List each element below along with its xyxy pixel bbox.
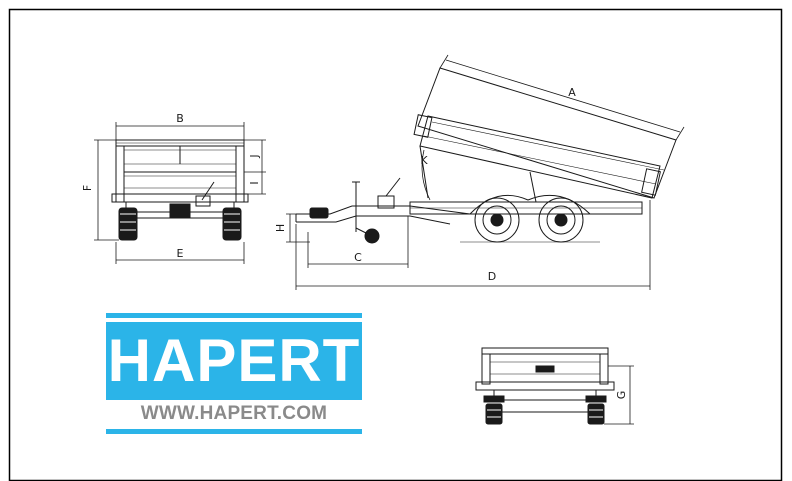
logo-wordmark: HAPERT xyxy=(107,327,361,394)
logo-top-bar xyxy=(106,313,362,318)
rear-view xyxy=(475,347,615,425)
label-E: E xyxy=(177,247,184,260)
dim-E: E xyxy=(115,242,245,264)
dim-A: A xyxy=(439,54,685,141)
label-F: F xyxy=(81,185,94,191)
dim-D: D xyxy=(295,200,651,290)
label-D: D xyxy=(488,270,496,283)
label-C: C xyxy=(354,251,362,264)
logo-blue-panel: HAPERT xyxy=(106,322,362,400)
label-I: I xyxy=(248,181,261,184)
label-H: H xyxy=(274,224,287,232)
dim-B: B xyxy=(115,112,245,140)
logo-url: WWW.HAPERT.COM xyxy=(140,403,328,424)
dim-K: K xyxy=(420,149,431,201)
label-A: A xyxy=(568,86,576,99)
label-J: J xyxy=(248,154,261,158)
dim-C: C xyxy=(307,216,409,268)
dim-G: G xyxy=(604,365,634,425)
dim-I: I xyxy=(248,172,266,195)
label-B: B xyxy=(176,112,184,125)
dim-F: F xyxy=(81,139,119,241)
side-view xyxy=(295,67,677,244)
label-G: G xyxy=(615,391,628,400)
front-view xyxy=(111,139,249,241)
logo-bottom-bar xyxy=(106,429,362,434)
dim-H: H xyxy=(274,213,310,243)
hapert-logo: HAPERT WWW.HAPERT.COM xyxy=(106,313,362,434)
label-K: K xyxy=(420,154,428,167)
